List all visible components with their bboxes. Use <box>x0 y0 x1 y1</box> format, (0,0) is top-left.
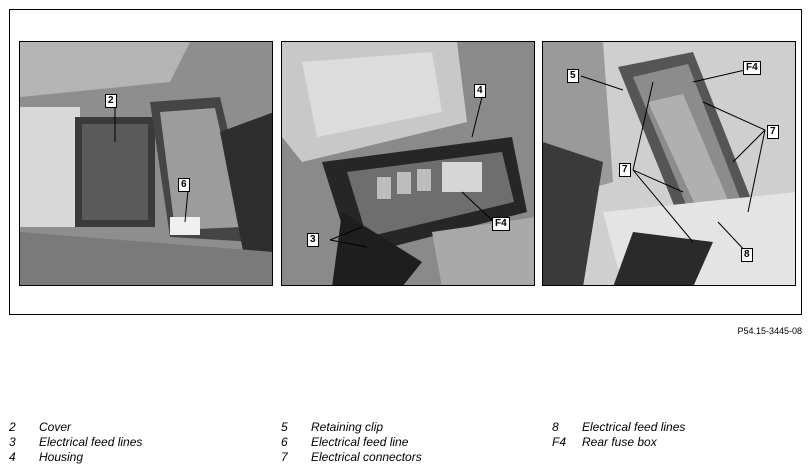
photo-2-illustration <box>282 42 534 285</box>
photo-3-callout-4: 7 <box>767 125 779 139</box>
legend-text: Retaining clip <box>311 420 384 434</box>
legend-key: 7 <box>281 450 288 464</box>
legend-column-1: 2 Cover 3 Electrical feed lines 4 Housing <box>9 420 142 465</box>
legend-key: 8 <box>552 420 559 434</box>
legend-text: Electrical connectors <box>311 450 422 464</box>
photo-3-callout-5: 8 <box>741 248 753 262</box>
legend-text: Electrical feed lines <box>582 420 686 434</box>
legend-key: F4 <box>552 435 567 449</box>
legend-column-3: 8 Electrical feed lines F4 Rear fuse box <box>552 420 685 450</box>
legend-key: 4 <box>9 450 16 464</box>
photo-3-callout-2: F4 <box>743 61 761 75</box>
legend-item: F4 Rear fuse box <box>552 435 685 450</box>
photo-cover-removed: 2 6 <box>19 41 273 286</box>
figure-reference-code: P54.15-3445-08 <box>737 326 802 336</box>
legend-key: 3 <box>9 435 16 449</box>
legend-key: 5 <box>281 420 288 434</box>
photo-3-callout-3: 7 <box>619 163 631 177</box>
photo-2-callout-1: 4 <box>474 84 486 98</box>
legend-item: 5 Retaining clip <box>281 420 422 435</box>
legend-text: Electrical feed line <box>311 435 409 449</box>
legend-item: 7 Electrical connectors <box>281 450 422 465</box>
photo-2-callout-2: 3 <box>307 233 319 247</box>
legend-item: 8 Electrical feed lines <box>552 420 685 435</box>
photo-3-illustration <box>543 42 795 285</box>
legend-item: 2 Cover <box>9 420 142 435</box>
legend-item: 3 Electrical feed lines <box>9 435 142 450</box>
photo-1-callout-1: 2 <box>105 94 117 108</box>
photo-2-callout-3: F4 <box>492 217 510 231</box>
figure-frame: 2 6 4 3 F4 <box>9 9 802 315</box>
legend-item: 6 Electrical feed line <box>281 435 422 450</box>
photo-fuse-box-housing: 4 3 F4 <box>281 41 535 286</box>
photo-fuse-box-removed: 5 F4 7 7 8 <box>542 41 796 286</box>
photo-1-illustration <box>20 42 272 285</box>
legend-text: Cover <box>39 420 72 434</box>
photo-3-callout-1: 5 <box>567 69 579 83</box>
legend-key: 2 <box>9 420 16 434</box>
legend-text: Rear fuse box <box>582 435 657 449</box>
legend-item: 4 Housing <box>9 450 142 465</box>
legend-text: Electrical feed lines <box>39 435 143 449</box>
photo-1-callout-2: 6 <box>178 178 190 192</box>
legend-key: 6 <box>281 435 288 449</box>
legend-text: Housing <box>39 450 84 464</box>
legend-column-2: 5 Retaining clip 6 Electrical feed line 7 E… <box>281 420 422 465</box>
